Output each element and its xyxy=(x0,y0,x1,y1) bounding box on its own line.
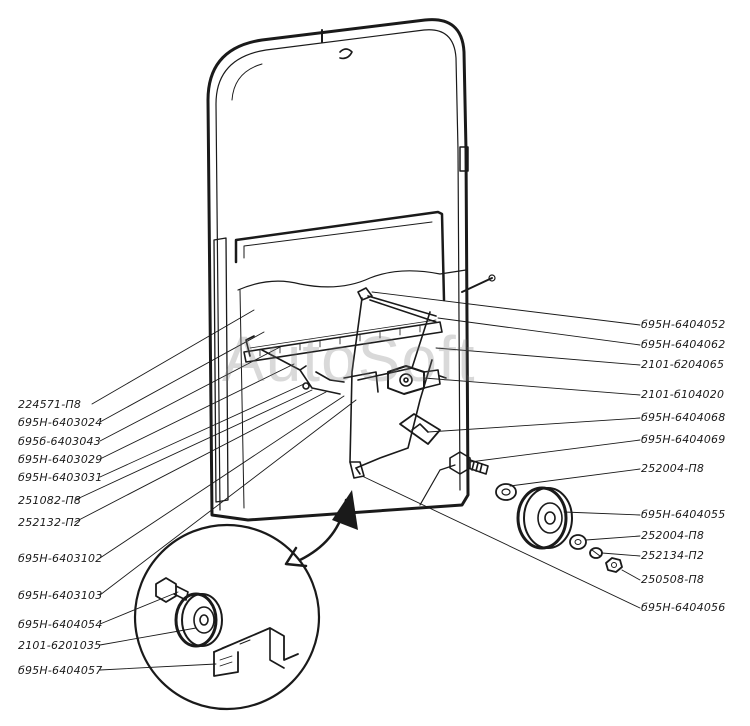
callout-label: б95Н-6404055 xyxy=(641,508,726,521)
callout-label: б95Н-6404052 xyxy=(641,318,726,331)
callout-label: 251082-П8 xyxy=(18,494,82,507)
detail-inset xyxy=(135,490,358,709)
callout-label: б95Н-6404068 xyxy=(641,411,726,424)
callout-label: б95Н-6403024 xyxy=(18,416,103,429)
callout-label: 2101-б204065 xyxy=(641,358,725,371)
exploded-parts-right xyxy=(496,484,622,572)
callout-label: б95б-6403043 xyxy=(18,435,101,448)
callout-label: б95Н-6403031 xyxy=(18,471,103,484)
callout-label: б95Н-6403103 xyxy=(18,589,103,602)
callout-label: 252132-П2 xyxy=(18,516,82,529)
callout-label: б95Н-6404069 xyxy=(641,433,726,446)
stud-bolt xyxy=(450,452,488,474)
callout-label: 2101-6201035 xyxy=(18,639,102,652)
leader-lines-left xyxy=(75,310,356,670)
callout-label: б95Н-6404062 xyxy=(641,338,726,351)
callout-label: 224571-П8 xyxy=(18,398,82,411)
lever-mechanism xyxy=(246,288,446,478)
leader-lines-right xyxy=(362,292,640,608)
door-panel xyxy=(208,20,495,520)
guide-rail xyxy=(244,320,442,362)
callout-label: 252004-П8 xyxy=(641,529,705,542)
watermark: AutoSoft xyxy=(222,323,476,395)
callout-label: 250508-П8 xyxy=(641,573,705,586)
callout-label: б95Н-6403029 xyxy=(18,453,103,466)
callout-label: б95Н-6403102 xyxy=(18,552,103,565)
callout-label: б95Н-6404057 xyxy=(18,664,103,677)
callout-label: 2101-б104020 xyxy=(641,388,725,401)
callout-label: 252004-П8 xyxy=(641,462,705,475)
callout-label: б95Н-6404054 xyxy=(18,618,103,631)
callout-label: 252134-П2 xyxy=(641,549,705,562)
callout-label: б95Н-6404056 xyxy=(641,601,726,614)
